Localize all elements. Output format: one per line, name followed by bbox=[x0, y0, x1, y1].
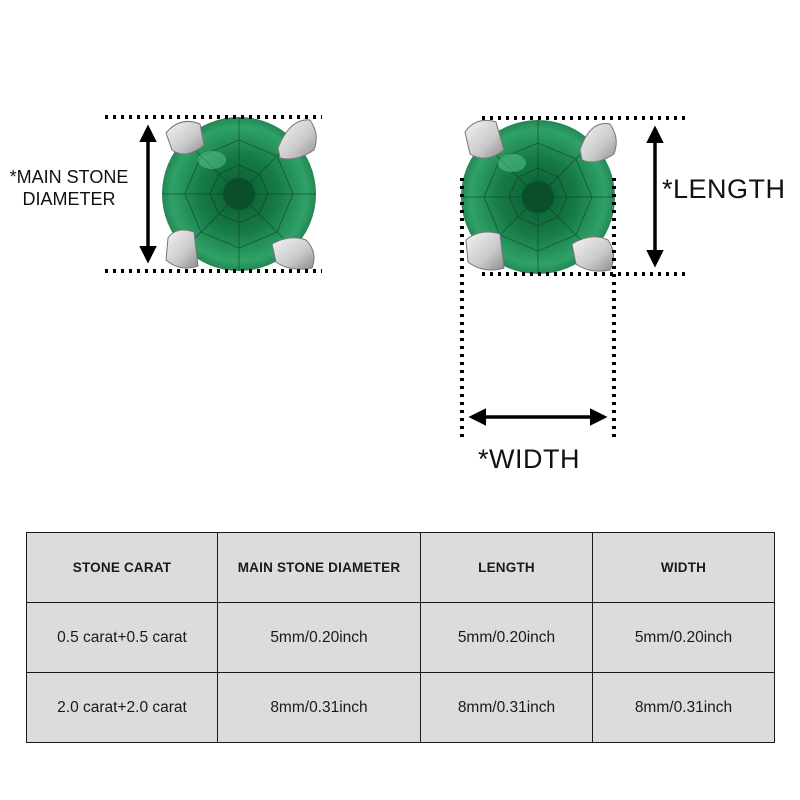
main-stone-diameter-guides bbox=[105, 115, 322, 273]
prong-bottom-left bbox=[165, 229, 199, 269]
table-row: 2.0 carat+2.0 carat 8mm/0.31inch 8mm/0.3… bbox=[26, 672, 775, 743]
cell-main-stone-diameter: 5mm/0.20inch bbox=[217, 602, 421, 673]
cell-width: 8mm/0.31inch bbox=[592, 672, 775, 743]
cell-stone-carat: 0.5 carat+0.5 carat bbox=[26, 602, 218, 673]
main-stone-label-line2: DIAMETER bbox=[22, 189, 116, 209]
table-header-row: STONE CARAT MAIN STONE DIAMETER LENGTH W… bbox=[26, 532, 775, 603]
prong-bottom-left bbox=[465, 231, 505, 271]
cell-width: 5mm/0.20inch bbox=[592, 602, 775, 673]
header-main-stone-diameter: MAIN STONE DIAMETER bbox=[217, 532, 421, 603]
main-stone-label-line1: *MAIN STONE bbox=[9, 167, 129, 187]
cell-length: 8mm/0.31inch bbox=[420, 672, 593, 743]
width-guides bbox=[460, 178, 616, 442]
cell-main-stone-diameter: 8mm/0.31inch bbox=[217, 672, 421, 743]
main-stone-diameter-label: *MAIN STONE DIAMETER bbox=[0, 166, 138, 210]
prong-bottom-right bbox=[271, 237, 315, 270]
earring-dimension-diagram bbox=[105, 115, 690, 442]
prong-top-left bbox=[464, 119, 505, 159]
length-guides bbox=[482, 116, 690, 276]
width-label: *WIDTH bbox=[478, 444, 580, 474]
prong-top-right bbox=[579, 123, 617, 163]
left-earring-stone bbox=[162, 117, 317, 271]
size-table: STONE CARAT MAIN STONE DIAMETER LENGTH W… bbox=[26, 532, 775, 743]
cell-length: 5mm/0.20inch bbox=[420, 602, 593, 673]
header-stone-carat: STONE CARAT bbox=[26, 532, 218, 603]
prong-top-left bbox=[165, 121, 205, 155]
cell-stone-carat: 2.0 carat+2.0 carat bbox=[26, 672, 218, 743]
prong-top-right bbox=[277, 119, 317, 160]
right-earring-stone bbox=[461, 119, 617, 274]
table-row: 0.5 carat+0.5 carat 5mm/0.20inch 5mm/0.2… bbox=[26, 602, 775, 673]
prong-bottom-right bbox=[571, 236, 614, 272]
length-label: *LENGTH bbox=[662, 174, 786, 204]
header-width: WIDTH bbox=[592, 532, 775, 603]
header-length: LENGTH bbox=[420, 532, 593, 603]
